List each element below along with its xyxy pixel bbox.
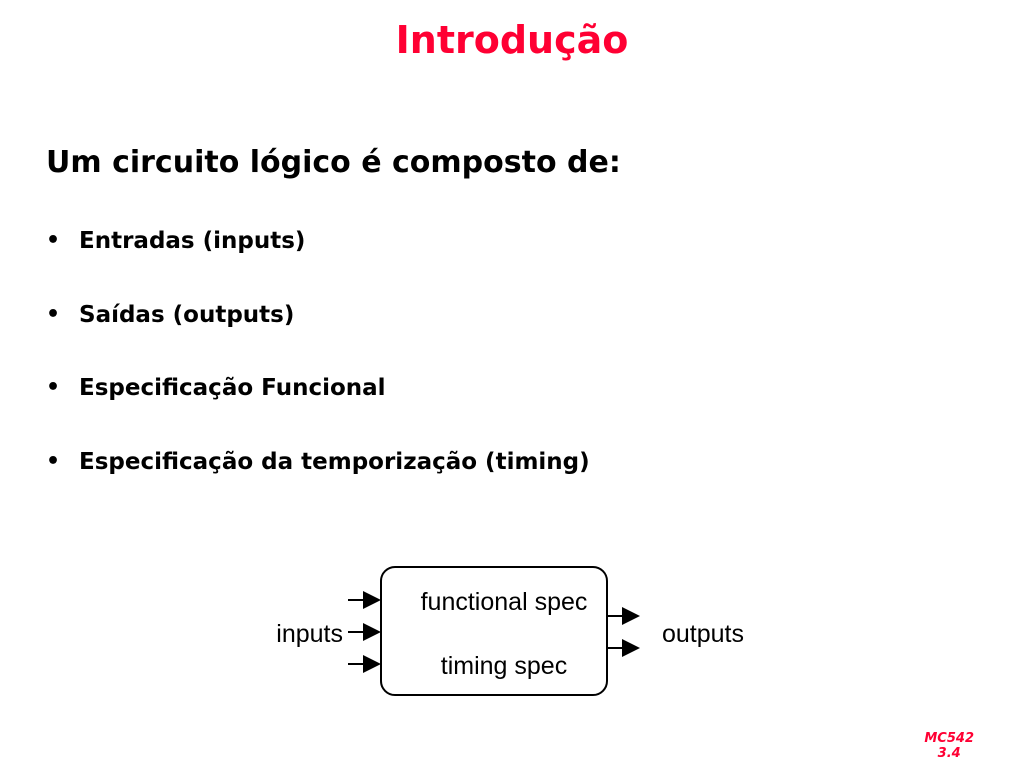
input-arrow-icon xyxy=(348,654,382,674)
functional-spec-label: functional spec xyxy=(421,588,588,616)
intro-heading: Um circuito lógico é composto de: xyxy=(46,145,621,180)
input-arrow-icon xyxy=(348,622,382,642)
output-arrow-icon xyxy=(607,607,640,625)
input-arrows xyxy=(348,590,382,674)
bullet-text-especificacao-timing: Especificação da temporização (timing) xyxy=(79,448,590,475)
bullet-icon: • xyxy=(46,448,61,474)
bullet-text-entradas: Entradas (inputs) xyxy=(79,228,306,254)
timing-spec-label: timing spec xyxy=(441,652,567,680)
page-number: 3.4 xyxy=(937,746,961,761)
inputs-label: inputs xyxy=(276,620,343,648)
course-code: MC542 xyxy=(924,731,974,746)
input-arrow-icon xyxy=(348,590,382,610)
bullet-icon: • xyxy=(46,375,61,400)
bullet-icon: • xyxy=(46,228,61,253)
bullet-text-especificacao-funcional: Especificação Funcional xyxy=(79,375,386,401)
output-arrows xyxy=(606,606,640,658)
bullet-text-saidas: Saídas (outputs) xyxy=(79,301,295,328)
bullet-icon: • xyxy=(46,301,61,327)
slide-title: Introdução xyxy=(395,18,629,62)
slide-footer: MC542 3.4 xyxy=(924,731,974,761)
outputs-label: outputs xyxy=(662,620,744,648)
output-arrow-icon xyxy=(607,639,640,657)
